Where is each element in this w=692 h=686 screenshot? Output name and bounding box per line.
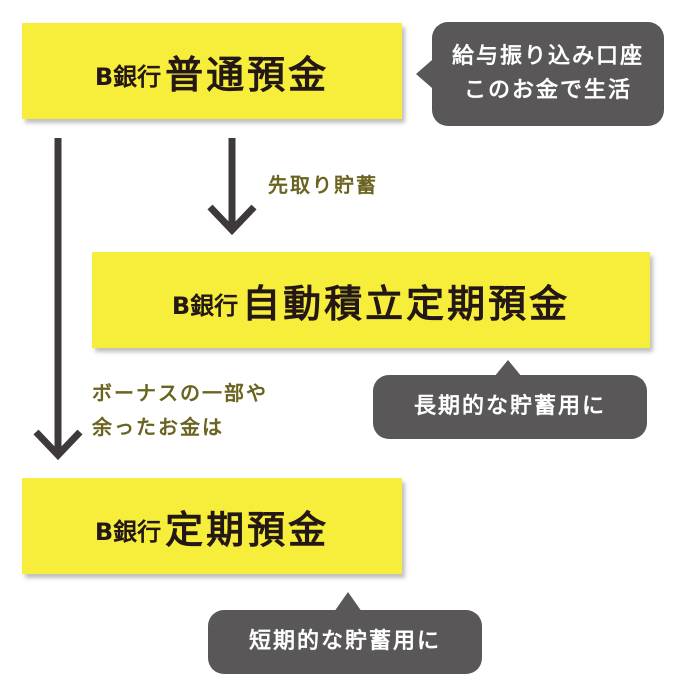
installment-bubble: 長期的な貯蓄用に xyxy=(373,375,647,439)
installment-account-box: B銀行 自動積立定期預金 xyxy=(92,252,650,348)
bubble-pointer-savings xyxy=(416,60,432,88)
bubble-pointer-fixed xyxy=(334,592,362,612)
fixed-bank-name: B銀行 xyxy=(94,517,162,546)
arrow-savings-to-installment xyxy=(207,138,257,236)
installment-bank-name: B銀行 xyxy=(171,291,239,320)
installment-bubble-text: 長期的な貯蓄用に xyxy=(413,394,606,419)
fixed-account-box: B銀行 定期預金 xyxy=(22,478,402,574)
savings-bubble-line1: 給与振り込み口座 xyxy=(451,44,644,69)
fixed-account-type: 定期預金 xyxy=(165,507,330,552)
savings-bank-name: B銀行 xyxy=(94,62,162,91)
savings-account-box: B銀行 普通預金 xyxy=(22,23,402,119)
fixed-bubble-text: 短期的な貯蓄用に xyxy=(248,629,441,654)
arrow-savings-to-fixed xyxy=(33,138,83,461)
bubble-pointer-installment xyxy=(494,360,522,377)
savings-bubble-line2: このお金で生活 xyxy=(463,78,632,103)
savings-account-type: 普通預金 xyxy=(165,52,330,97)
fixed-bubble: 短期的な貯蓄用に xyxy=(208,610,482,674)
prepay-note-text: 先取り貯蓄 xyxy=(268,173,378,197)
bonus-note-line2: 余ったお金は xyxy=(92,415,224,439)
installment-account-type: 自動積立定期預金 xyxy=(242,281,571,326)
prepay-note: 先取り貯蓄 xyxy=(268,168,378,202)
bonus-note-line1: ボーナスの一部や xyxy=(92,381,268,405)
bonus-note: ボーナスの一部や 余ったお金は xyxy=(92,376,268,444)
savings-bubble: 給与振り込み口座 このお金で生活 xyxy=(432,22,664,126)
